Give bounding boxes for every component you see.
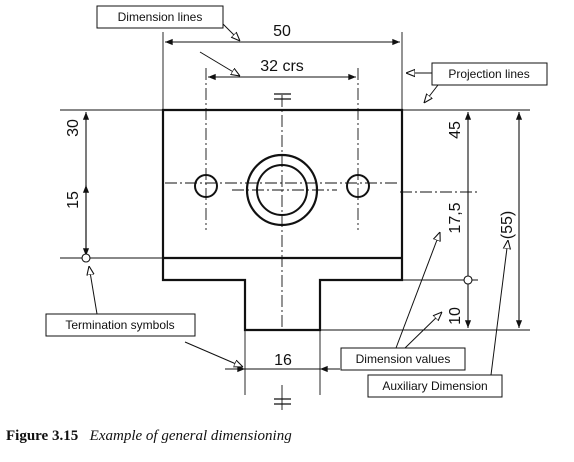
centre-lines [165,68,478,330]
dim-value-30: 30 [65,119,82,137]
callout-auxiliary-dimension: Auxiliary Dimension [367,374,503,398]
figure-caption-text: Example of general dimensioning [89,428,293,444]
leader-arrows [89,23,508,376]
projection-lines [60,32,530,395]
svg-text:Dimension lines: Dimension lines [118,10,203,24]
dim-value-50: 50 [273,23,291,40]
svg-text:Projection lines: Projection lines [448,67,529,81]
callout-dimension-lines: Dimension lines [96,5,224,29]
callout-projection-lines: Projection lines [431,62,548,86]
dim-value-55: (55) [499,211,516,239]
dim-value-32: 32 crs [260,58,304,75]
figure-number: Figure 3.15 [6,428,78,444]
dim-value-16: 16 [274,352,292,369]
callout-termination-symbols: Termination symbols [45,313,196,337]
part-outline [161,108,404,332]
dimension-values: 50 32 crs 30 15 45 17,5 10 (55) 16 [65,23,516,369]
callout-dimension-values: Dimension values [340,347,466,371]
dim-value-45: 45 [447,121,464,139]
dim-value-10: 10 [447,307,464,325]
svg-text:Figure 3.15 Example of g: Figure 3.15 Example of general dimension… [6,427,292,444]
centre-marks [274,93,291,410]
dim-value-17-5: 17,5 [447,202,464,233]
svg-text:Termination symbols: Termination symbols [65,318,174,332]
svg-text:Auxiliary Dimension: Auxiliary Dimension [382,379,487,393]
dimension-lines [82,38,523,373]
dim-value-15: 15 [65,191,82,209]
termination-symbols [81,253,473,285]
svg-text:Dimension values: Dimension values [356,352,451,366]
figure-caption: Figure 3.15 Example of general dimension… [6,427,292,444]
